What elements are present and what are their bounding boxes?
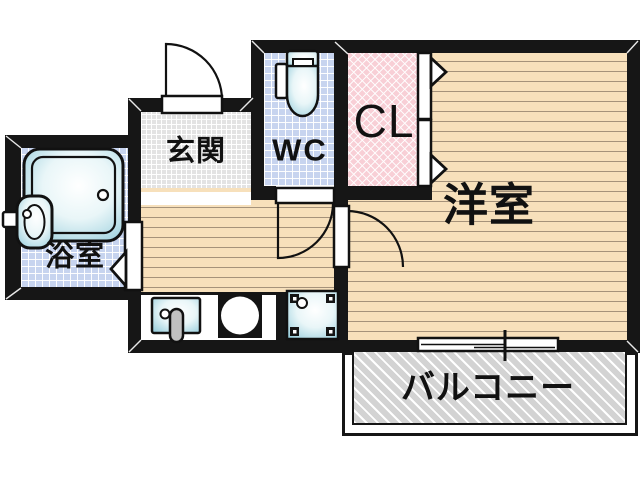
wall-bath-top (5, 135, 141, 148)
wall-wc-closet (334, 40, 348, 186)
genkan-threshold-cover (141, 192, 251, 205)
entrance-door (160, 42, 224, 115)
counter-partition-wall (276, 292, 286, 340)
wall-room-door-upper (334, 200, 348, 208)
wall-wc-bottom-stub (251, 186, 276, 200)
wall-bath-left (5, 135, 21, 300)
balcony-hatch-area (352, 352, 627, 425)
wall-genkan-top-right (220, 98, 251, 112)
wall-room-door-lower (334, 266, 348, 340)
wc-label: WC (272, 132, 328, 168)
kitchen-counter (141, 292, 276, 340)
genkan-label: 玄関 (165, 135, 227, 168)
wall-top (251, 40, 640, 53)
genkan-floor (141, 112, 251, 192)
wall-right (627, 40, 640, 353)
wall-left-upper (128, 98, 141, 222)
balcony-label: バルコニー (400, 369, 576, 407)
wall-closet-bottom (334, 186, 432, 200)
western-room-label: 洋室 (442, 179, 536, 231)
closet-label: CL (353, 95, 415, 147)
wall-bath-bottom (5, 287, 141, 300)
bathroom-label: 浴室 (44, 240, 106, 273)
closet-floor (348, 52, 418, 186)
wall-wc-left (251, 40, 264, 200)
wall-left-lower (128, 290, 141, 352)
